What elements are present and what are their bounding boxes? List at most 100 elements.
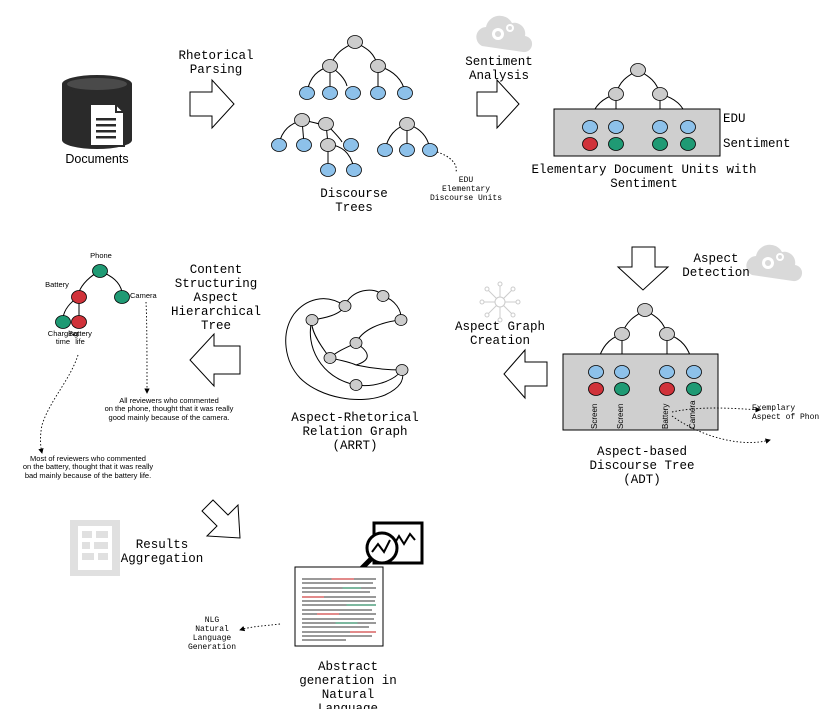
aspect-detection-label: Aspect Detection bbox=[682, 252, 750, 280]
edu-node bbox=[652, 120, 668, 134]
tree-node bbox=[318, 117, 334, 131]
tree-node bbox=[320, 138, 336, 152]
abstract-document bbox=[294, 566, 384, 647]
sentiment-node bbox=[582, 137, 598, 151]
tree-node bbox=[322, 59, 338, 73]
sentiment-node bbox=[686, 382, 702, 396]
aspect-node-battery bbox=[71, 290, 87, 304]
results-aggregation-label: Results Aggregation bbox=[120, 538, 204, 566]
arrow-to-results-aggregation bbox=[201, 499, 241, 539]
sentiment-node bbox=[614, 382, 630, 396]
arrow-adt-to-arrt bbox=[503, 348, 548, 400]
tree-node bbox=[370, 59, 386, 73]
graph-node bbox=[349, 379, 363, 391]
edu-node bbox=[608, 120, 624, 134]
aspect-label-phone: Phone bbox=[90, 251, 112, 260]
tree-node bbox=[271, 138, 287, 152]
discourse-tree-bottom-right bbox=[384, 123, 457, 173]
camera-review-summary: All reviewers who commented on the phone… bbox=[104, 396, 234, 422]
graph-node bbox=[395, 364, 409, 376]
magnifier-chart-icon bbox=[350, 521, 424, 580]
aspect-node-battery-life bbox=[71, 315, 87, 329]
network-hub-icon bbox=[479, 281, 521, 323]
tree-node bbox=[377, 143, 393, 157]
tree-node bbox=[652, 87, 668, 101]
tree-node bbox=[659, 327, 675, 341]
graph-node bbox=[349, 337, 363, 349]
adt-aspect-label: Battery bbox=[661, 403, 670, 429]
nlg-note: NLG Natural Language Generation bbox=[187, 616, 236, 652]
aspect-label-charging-time: Charging time bbox=[47, 329, 79, 347]
adt-aspect-label: Screen bbox=[590, 403, 599, 429]
review-connectors bbox=[38, 301, 281, 632]
graph-node bbox=[394, 314, 408, 326]
sentiment-node bbox=[608, 137, 624, 151]
cloud-gear-icon bbox=[476, 15, 533, 53]
edu-node bbox=[614, 365, 630, 379]
sentiment-analysis-label: Sentiment Analysis bbox=[465, 55, 533, 83]
database-document-icon bbox=[62, 75, 132, 149]
edu-node bbox=[659, 365, 675, 379]
aspect-label-camera: Camera bbox=[130, 291, 157, 300]
tree-node bbox=[399, 117, 415, 131]
arrt-caption: Aspect-Rhetorical Relation Graph (ARRT) bbox=[291, 411, 419, 453]
exemplary-aspect-note: Exemplary Aspect of Phon bbox=[752, 404, 819, 422]
aspect-node-phone bbox=[92, 264, 108, 278]
tree-node bbox=[370, 86, 386, 100]
edu-node bbox=[680, 120, 696, 134]
edu-node bbox=[686, 365, 702, 379]
exemplary-connector bbox=[671, 407, 771, 444]
battery-review-summary: Most of reviewers who commented on the b… bbox=[22, 454, 154, 480]
rhetorical-parsing-label: Rhetorical Parsing bbox=[178, 49, 254, 77]
arrow-trees-to-edu bbox=[476, 78, 520, 130]
tree-node bbox=[296, 138, 312, 152]
tree-node bbox=[637, 303, 653, 317]
adt-aspect-label: Screen bbox=[616, 403, 625, 429]
edu-node bbox=[588, 365, 604, 379]
tree-node bbox=[347, 35, 363, 49]
aspect-node-camera bbox=[114, 290, 130, 304]
abstract-generation-label: Abstract generation in Natural Language bbox=[299, 660, 397, 709]
documents-label: Documents bbox=[65, 152, 129, 166]
edu-row-label: EDU bbox=[723, 112, 746, 126]
tree-node bbox=[397, 86, 413, 100]
adt-caption: Aspect-based Discourse Tree (ADT) bbox=[589, 445, 695, 487]
graph-node bbox=[338, 300, 352, 312]
sentiment-row-label: Sentiment bbox=[723, 137, 791, 151]
tree-node bbox=[630, 63, 646, 77]
graph-node bbox=[323, 352, 337, 364]
tree-node bbox=[320, 163, 336, 177]
adt-aspect-label: Camera bbox=[688, 400, 697, 429]
edu-panel-caption: Elementary Document Units with Sentiment bbox=[531, 163, 757, 191]
tree-node bbox=[399, 143, 415, 157]
abstract-document-text bbox=[302, 578, 376, 644]
sentiment-node bbox=[680, 137, 696, 151]
sentiment-node bbox=[659, 382, 675, 396]
tree-node bbox=[294, 113, 310, 127]
aspect-label-battery-life: Battery life bbox=[68, 329, 92, 347]
edu-note: EDU Elementary Discourse Units bbox=[429, 176, 502, 203]
discourse-tree-bottom-left bbox=[278, 119, 355, 169]
sentiment-node bbox=[588, 382, 604, 396]
tree-node bbox=[608, 87, 624, 101]
discourse-trees-label: Discourse Trees bbox=[320, 187, 388, 215]
discourse-tree-top bbox=[306, 41, 406, 93]
content-structuring-label: Content Structuring Aspect Hierarchical … bbox=[170, 263, 261, 333]
aspect-graph-creation-label: Aspect Graph Creation bbox=[454, 320, 545, 348]
arrow-arrt-to-hierarchy bbox=[189, 332, 241, 388]
aggregation-table-icon bbox=[70, 520, 120, 576]
tree-node bbox=[422, 143, 438, 157]
tree-node bbox=[345, 86, 361, 100]
sentiment-node bbox=[652, 137, 668, 151]
edu-panel bbox=[553, 108, 721, 157]
arrow-documents-to-trees bbox=[189, 78, 235, 130]
tree-node bbox=[346, 163, 362, 177]
arrow-edu-to-adt bbox=[616, 246, 670, 291]
tree-node bbox=[614, 327, 630, 341]
tree-node bbox=[322, 86, 338, 100]
aspect-node-charging-time bbox=[55, 315, 71, 329]
graph-node bbox=[305, 314, 319, 326]
aspect-label-battery: Battery bbox=[45, 280, 69, 289]
